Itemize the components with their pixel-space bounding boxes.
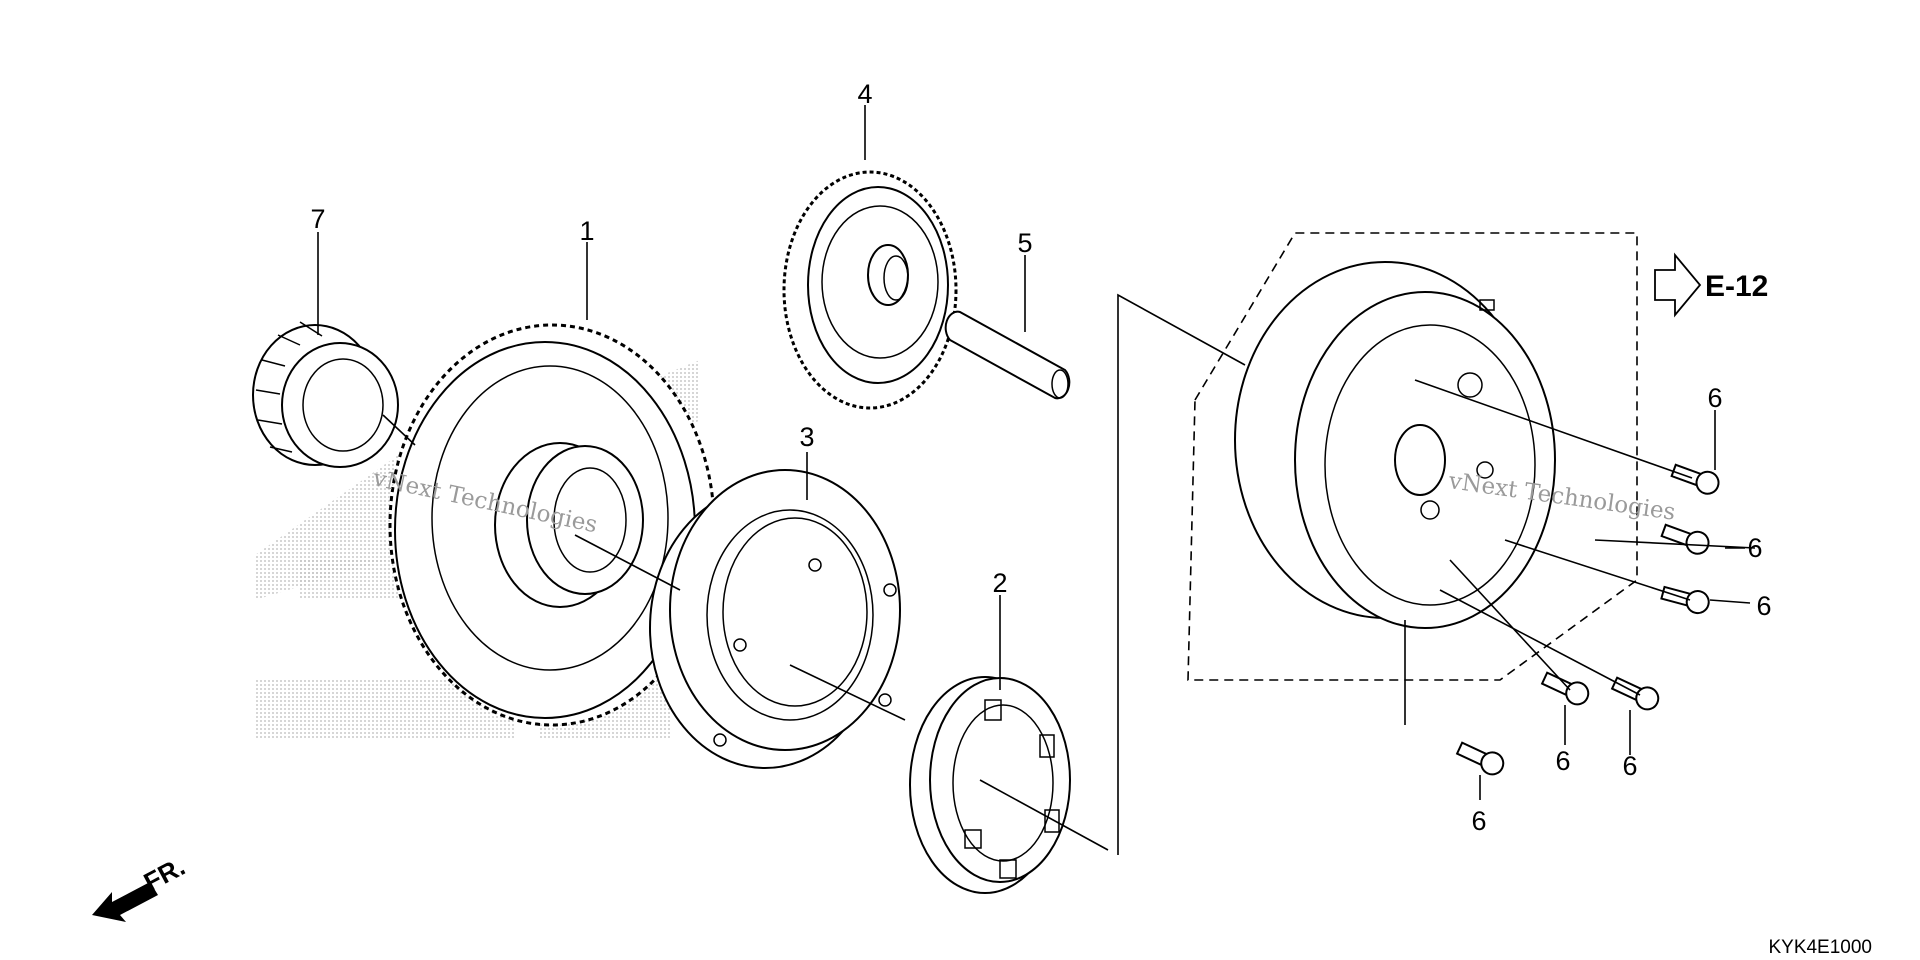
callout-6-b: 6: [1747, 533, 1762, 563]
callout-labels: 7 1 3 4 5 2 6 6 6 6 6 6: [310, 79, 1771, 836]
reduction-gear-part: [782, 170, 958, 410]
leader-lines: [317, 105, 1756, 855]
callout-3: 3: [799, 422, 814, 452]
reference-label: E-12: [1705, 270, 1768, 303]
callout-6-f: 6: [1471, 806, 1486, 836]
callout-6-c: 6: [1756, 591, 1771, 621]
callout-1: 1: [579, 216, 594, 246]
reduction-shaft-part: [944, 310, 1071, 400]
reference-arrow-icon: [1654, 252, 1702, 318]
clutch-outer-part: [649, 469, 901, 769]
callout-2: 2: [992, 568, 1007, 598]
diagram-code: KYK4E1000: [1768, 937, 1872, 958]
flywheel-assembly: [1187, 232, 1638, 681]
starter-driven-gear-part: [388, 323, 716, 727]
one-way-clutch-part: [909, 676, 1071, 894]
front-marker: FR.: [92, 851, 190, 922]
reference-arrow: E-12: [1654, 252, 1768, 318]
callout-6-e: 6: [1622, 751, 1637, 781]
callout-5: 5: [1017, 228, 1032, 258]
front-arrow-icon: [92, 882, 158, 922]
callout-6-a: 6: [1707, 383, 1722, 413]
callout-4: 4: [857, 79, 872, 109]
needle-bearing-part: [252, 321, 399, 468]
callout-6-d: 6: [1555, 746, 1570, 776]
callout-7: 7: [310, 204, 325, 234]
